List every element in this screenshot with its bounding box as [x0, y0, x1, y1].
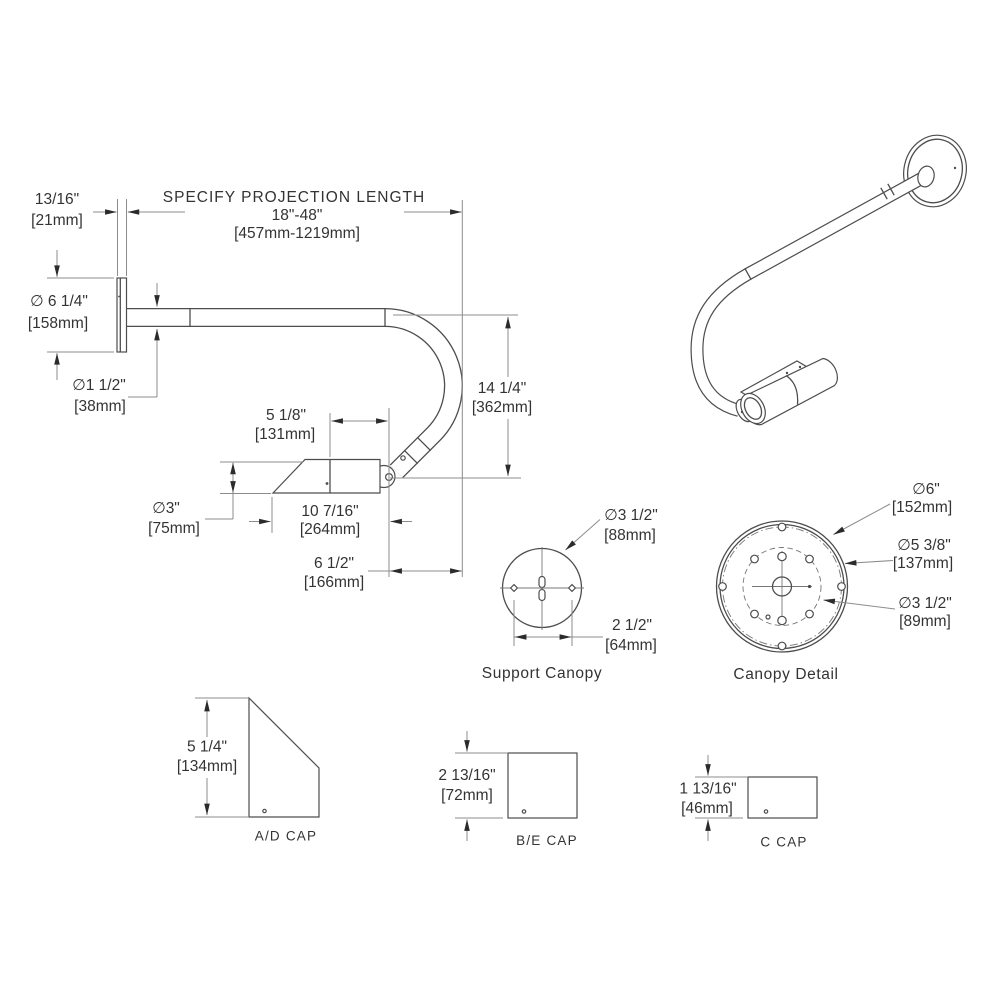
center-dot [807, 584, 812, 589]
iso-holder-endcap-inner [743, 397, 763, 420]
inner-hole [805, 554, 814, 564]
iso-canopy-disc [903, 134, 967, 208]
side-view-dimensions: 13/16" [21mm] SPECIFY PROJECTION LENGTH … [28, 189, 532, 591]
inner-circle [742, 547, 822, 626]
canopy-outer-dia-in: ∅6" [912, 481, 940, 498]
bolt-hole [837, 582, 846, 591]
dim-head-dia-mm: [75mm] [148, 520, 200, 537]
ad-cap-shape [248, 696, 320, 818]
dim-plate-thickness-mm: [21mm] [31, 212, 83, 229]
dim-head-dia-in: ∅3" [152, 500, 180, 517]
ad-cap-height-in: 5 1/4" [187, 739, 227, 756]
bolt-hole [718, 582, 727, 591]
dim-head-front-mm: [131mm] [255, 426, 315, 443]
iso-joint-tick [887, 183, 895, 196]
isometric-view [690, 134, 967, 426]
projection-range-mm: [457mm-1219mm] [234, 225, 360, 242]
arm-tube-core [126, 309, 462, 478]
canopy-bolt-dia-mm: [137mm] [893, 555, 953, 572]
canopy-detail-label: Canopy Detail [733, 666, 838, 683]
inner-hole [805, 609, 814, 619]
wall-backplate [116, 277, 128, 353]
c-cap-shape [747, 776, 818, 819]
be-cap-label: B/E CAP [516, 833, 578, 848]
projection-range-in: 18"-48" [272, 207, 323, 224]
screw-hole [777, 551, 787, 562]
screw-hole [777, 615, 787, 626]
iso-collar-dot [740, 410, 744, 414]
canopy-inner-dia-in: ∅3 1/2" [898, 595, 951, 612]
cap-hole [763, 809, 769, 814]
support-canopy-spacing-mm: [64mm] [605, 637, 657, 654]
iso-disc-dot [953, 166, 957, 170]
ad-cap-height-mm: [134mm] [177, 758, 237, 775]
iso-holder-seam [785, 374, 799, 405]
tube-joint-tick [416, 436, 432, 452]
dim-head-front-in: 5 1/8" [266, 407, 306, 424]
dim-drop-in: 14 1/4" [478, 380, 527, 397]
canopy-bolt-dia-in: ∅5 3/8" [897, 537, 950, 554]
cap-hole [521, 809, 527, 814]
inner-hole [750, 609, 759, 619]
support-canopy-view: ∅3 1/2" [88mm] 2 1/2" [64mm] Support Can… [482, 507, 658, 682]
bolt-hole [777, 522, 787, 532]
iso-joint-tick [880, 187, 888, 200]
c-cap-view: 1 13/16" [46mm] C CAP [679, 755, 818, 850]
canopy-outer-circle [715, 520, 849, 653]
center-hole [771, 576, 793, 597]
be-cap-shape [507, 752, 578, 819]
set-screw [400, 455, 406, 461]
center-slot [538, 575, 546, 589]
ad-cap-label: A/D CAP [255, 829, 317, 844]
mount-hole [509, 583, 519, 593]
dim-head-length-in: 10 7/16" [301, 503, 358, 520]
support-canopy-label: Support Canopy [482, 665, 602, 682]
c-cap-height-mm: [46mm] [681, 800, 733, 817]
dim-head-length-mm: [264mm] [300, 521, 360, 538]
support-canopy-spacing-in: 2 1/2" [612, 617, 652, 634]
center-slot [538, 588, 546, 602]
cap-hole [262, 808, 267, 814]
mount-hole [567, 583, 577, 593]
inner-hole [750, 554, 759, 564]
canopy-outer-dia-mm: [152mm] [892, 499, 952, 516]
side-view-arm [116, 277, 463, 494]
dim-arm-dia-in: ∅1 1/2" [72, 377, 125, 394]
dim-head-offset-in: 6 1/2" [314, 555, 354, 572]
ad-cap-view: 5 1/4" [134mm] A/D CAP [177, 696, 320, 844]
iso-tube-boss [917, 165, 935, 188]
dim-head-offset-mm: [166mm] [304, 574, 364, 591]
iso-plane-hole [785, 371, 789, 375]
support-canopy-dia-mm: [88mm] [604, 527, 656, 544]
support-canopy-dia-in: ∅3 1/2" [604, 507, 657, 524]
center-mark [540, 586, 544, 591]
backplate-dot [118, 295, 120, 298]
be-cap-view: 2 13/16" [72mm] B/E CAP [438, 731, 578, 848]
projection-title: SPECIFY PROJECTION LENGTH [163, 189, 425, 206]
be-cap-height-in: 2 13/16" [438, 767, 495, 784]
iso-tube-core [691, 171, 929, 416]
canopy-inner-dia-mm: [89mm] [899, 613, 951, 630]
iso-joint-tick [744, 267, 752, 281]
canopy-detail-view: ∅6" [152mm] ∅5 3/8" [137mm] ∅3 1/2" [89m… [715, 481, 953, 683]
drain-hole [765, 614, 771, 620]
dim-backplate-dia-mm: [158mm] [28, 315, 88, 332]
dim-drop-mm: [362mm] [472, 399, 532, 416]
c-cap-label: C CAP [760, 835, 807, 850]
dim-arm-dia-mm: [38mm] [74, 398, 126, 415]
be-cap-height-mm: [72mm] [441, 787, 493, 804]
bolt-hole [777, 641, 787, 651]
iso-holder-endcap [740, 392, 766, 425]
tube-joint-tick [403, 449, 419, 465]
c-cap-height-in: 1 13/16" [679, 781, 736, 798]
holder-dot [325, 482, 329, 485]
dim-plate-thickness-in: 13/16" [35, 191, 79, 208]
iso-plane-hole [798, 365, 802, 369]
lamp-holder [271, 458, 381, 494]
arm-tube-outline [126, 308, 463, 479]
iso-canopy-disc-rim [907, 138, 963, 204]
dim-backplate-dia-in: ∅ 6 1/4" [30, 293, 88, 310]
